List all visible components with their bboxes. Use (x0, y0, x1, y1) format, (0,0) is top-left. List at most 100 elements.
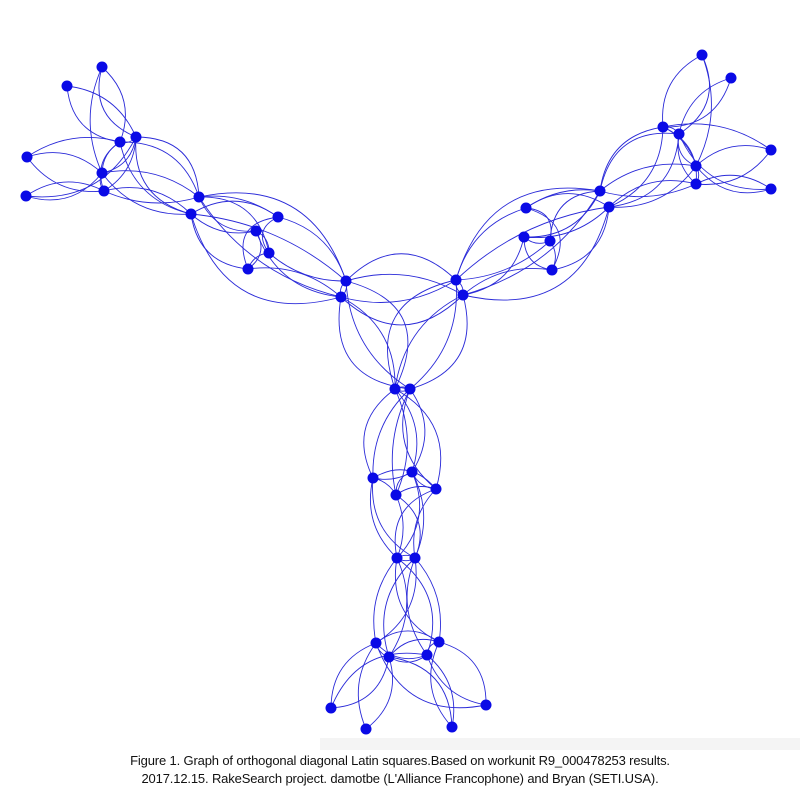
graph-node (242, 263, 254, 275)
graph-edge (345, 253, 457, 282)
graph-node (690, 178, 702, 190)
graph-edge (395, 494, 404, 559)
graph-edge (409, 279, 457, 390)
graph-edge (101, 170, 200, 198)
graph-edge (455, 207, 527, 281)
graph-edge (678, 77, 732, 135)
graph-edge (525, 207, 561, 271)
graph-edge (25, 172, 103, 201)
graph-edge (662, 77, 732, 128)
graph-node (335, 291, 347, 303)
graph-edges (25, 54, 772, 730)
graph-node (20, 190, 32, 202)
graph-edge (66, 85, 137, 138)
graph-node (185, 208, 197, 220)
graph-edge (455, 187, 601, 281)
graph-edge (462, 236, 525, 296)
graph-edge (462, 267, 553, 296)
caption-line-2: 2017.12.15. RakeSearch project. damotbe … (141, 771, 659, 786)
graph-edge (198, 196, 342, 298)
graph-edge (190, 200, 279, 218)
graph-edge (363, 388, 396, 479)
graph-edge (523, 206, 610, 239)
graph-edge (375, 642, 487, 709)
graph-edge (523, 190, 601, 238)
graph-edge (678, 133, 772, 190)
graph-node (594, 185, 606, 197)
graph-node (114, 136, 126, 148)
graph-edge (662, 123, 772, 151)
graph-edge (198, 192, 347, 282)
graph-edge (549, 190, 601, 242)
graph-edge (25, 181, 105, 197)
graph-edge (599, 163, 697, 192)
graph-edge (25, 136, 137, 198)
graph-nodes (20, 49, 777, 735)
graph-node (404, 383, 416, 395)
graph-edge (394, 388, 442, 490)
graph-edge (375, 557, 417, 644)
graph-node (272, 211, 284, 223)
graph-diagram (20, 49, 777, 735)
graph-node (518, 231, 530, 243)
graph-edge (608, 133, 680, 208)
graph-edge (414, 557, 441, 643)
graph-edge (387, 279, 457, 390)
graph-edge (395, 494, 421, 559)
graph-edge (426, 654, 487, 706)
graph-node (367, 472, 379, 484)
graph-node (96, 61, 108, 73)
graph-edge (373, 557, 398, 644)
graph-node (360, 723, 372, 735)
graph-node (21, 151, 33, 163)
graph-node (263, 247, 275, 259)
graph-node (657, 121, 669, 133)
graph-edge (383, 557, 416, 658)
graph-node (725, 72, 737, 84)
graph-node (450, 274, 462, 286)
graph-node (673, 128, 685, 140)
graph-edge (330, 642, 377, 709)
graph-edge (330, 656, 390, 709)
graph-edge (101, 66, 126, 143)
graph-edge (66, 85, 121, 143)
graph-edge (26, 156, 105, 193)
graph-edge (135, 136, 200, 198)
graph-edge (190, 213, 257, 234)
graph-edge (365, 656, 393, 730)
graph-edge (198, 196, 257, 232)
graph-edge (101, 172, 192, 215)
graph-edge (394, 388, 418, 473)
graph-edge (662, 126, 697, 185)
graph-node (383, 651, 395, 663)
graph-node (406, 466, 418, 478)
graph-edge (345, 273, 464, 296)
graph-edge (388, 656, 453, 728)
graph-edge (426, 654, 455, 728)
graph-node (390, 489, 402, 501)
graph-edge (695, 145, 772, 167)
graph-edge (268, 252, 347, 282)
graph-node (765, 144, 777, 156)
graph-edge (394, 294, 464, 390)
graph-edge (391, 388, 411, 496)
graph-edge (662, 54, 703, 128)
graph-node (430, 483, 442, 495)
graph-edge (103, 136, 137, 192)
graph-edge (455, 240, 551, 281)
graph-edge (370, 477, 398, 559)
graph-edge (89, 66, 103, 174)
graph-node (325, 702, 337, 714)
graph-node (520, 202, 532, 214)
graph-edge (462, 206, 610, 301)
graph-node (433, 636, 445, 648)
caption-line-1: Figure 1. Graph of orthogonal diagonal L… (130, 753, 670, 768)
graph-edge (695, 54, 712, 167)
graph-edge (406, 557, 428, 656)
graph-node (690, 160, 702, 172)
graph-edge (340, 296, 396, 390)
graph-edge (396, 557, 434, 656)
graph-node (457, 289, 469, 301)
graph-edge (599, 126, 664, 192)
graph-edge (695, 149, 772, 185)
